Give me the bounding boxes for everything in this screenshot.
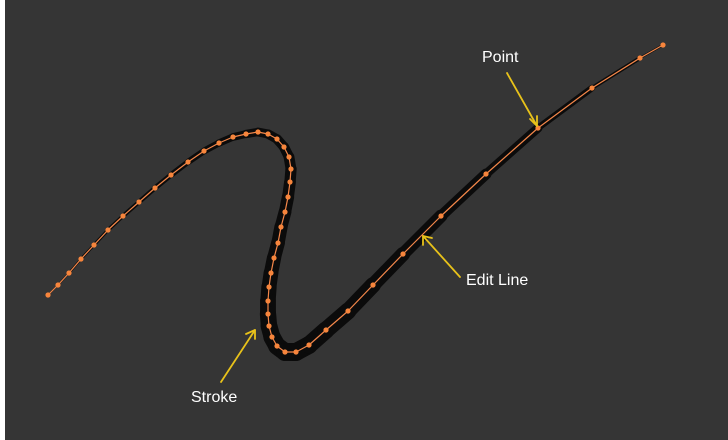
- edit-point[interactable]: [201, 148, 207, 154]
- callout-edit-line-arrowhead: [422, 235, 433, 246]
- callout-point-arrowhead: [529, 115, 538, 127]
- edit-point[interactable]: [265, 298, 271, 304]
- callout-point-label: Point: [482, 49, 519, 66]
- callout-stroke-arrowhead: [245, 329, 256, 340]
- callout-stroke: Stroke: [191, 329, 256, 406]
- edit-point[interactable]: [78, 256, 84, 262]
- edit-point[interactable]: [45, 292, 51, 298]
- edit-point[interactable]: [268, 270, 274, 276]
- edit-point[interactable]: [269, 334, 275, 340]
- edit-point[interactable]: [274, 136, 280, 142]
- callout-stroke-label: Stroke: [191, 389, 237, 406]
- edit-point[interactable]: [274, 343, 280, 349]
- edit-point[interactable]: [287, 179, 293, 185]
- edit-point[interactable]: [370, 282, 376, 288]
- edit-point[interactable]: [105, 227, 111, 233]
- edit-point[interactable]: [293, 349, 299, 355]
- callout-edit-line-label: Edit Line: [466, 272, 528, 289]
- edit-point[interactable]: [278, 224, 284, 230]
- edit-point[interactable]: [282, 209, 288, 215]
- edit-point[interactable]: [345, 308, 351, 314]
- edit-point[interactable]: [136, 199, 142, 205]
- edit-point[interactable]: [185, 159, 191, 165]
- edit-point[interactable]: [216, 140, 222, 146]
- viewport-background: [5, 0, 728, 440]
- edit-point[interactable]: [483, 171, 489, 177]
- edit-point[interactable]: [637, 55, 643, 61]
- edit-point[interactable]: [66, 270, 72, 276]
- edit-point[interactable]: [285, 194, 291, 200]
- edit-point[interactable]: [438, 213, 444, 219]
- edit-point[interactable]: [281, 144, 287, 150]
- edit-point[interactable]: [255, 129, 261, 135]
- callout-edit-line: Edit Line: [422, 235, 528, 289]
- edit-point[interactable]: [282, 349, 288, 355]
- edit-point[interactable]: [243, 131, 249, 137]
- edit-point[interactable]: [271, 255, 277, 261]
- callout-edit-line-arrow: [422, 235, 461, 278]
- edit-point[interactable]: [152, 185, 158, 191]
- edit-point[interactable]: [400, 251, 406, 257]
- edit-point[interactable]: [55, 282, 61, 288]
- edit-point[interactable]: [288, 166, 294, 172]
- edit-point[interactable]: [265, 311, 271, 317]
- edit-point[interactable]: [266, 284, 272, 290]
- edit-point[interactable]: [275, 240, 281, 246]
- edit-point[interactable]: [168, 172, 174, 178]
- edit-point[interactable]: [266, 323, 272, 329]
- callout-point: Point: [482, 49, 538, 127]
- edit-point[interactable]: [230, 134, 236, 140]
- edit-point[interactable]: [286, 154, 292, 160]
- callout-stroke-arrow: [220, 329, 256, 383]
- edit-point[interactable]: [120, 213, 126, 219]
- edit-point[interactable]: [306, 342, 312, 348]
- edit-point[interactable]: [91, 242, 97, 248]
- edit-point[interactable]: [265, 131, 271, 137]
- edit-point[interactable]: [660, 42, 666, 48]
- callout-point-arrow: [506, 72, 538, 127]
- edit-point[interactable]: [589, 85, 595, 91]
- edit-point[interactable]: [323, 327, 329, 333]
